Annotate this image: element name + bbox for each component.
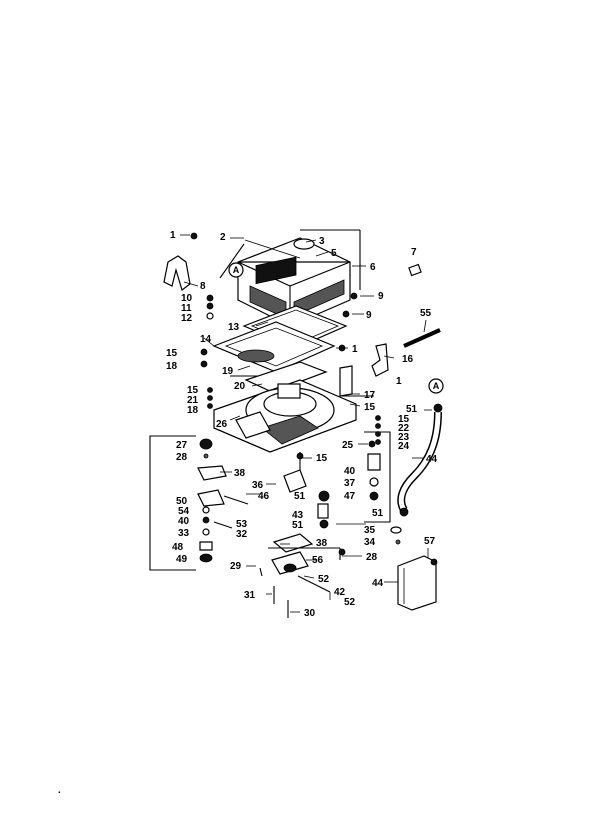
label-23: 23 [398,432,410,443]
label-15c: 15 [364,402,376,413]
hardware-screws [190,232,381,556]
label-44: 43 [292,510,304,521]
label-6: 6 [370,262,376,273]
label-38: 37 [344,478,356,489]
reference-marker-top: A [228,262,244,278]
label-56: 55 [420,308,432,319]
svg-text:A: A [233,265,240,275]
label-24: 24 [398,441,410,452]
label-1c: 1 [396,376,402,387]
label-53a: 51 [406,404,418,415]
label-55: 54 [178,506,190,517]
label-9b: 9 [366,310,372,321]
clip-part [408,263,422,277]
label-34: 33 [178,528,190,539]
label-15b: 15 [187,385,199,396]
label-36: 35 [364,525,376,536]
label-40: 38 [234,468,246,479]
mounting-bracket [397,555,438,611]
label-50: 49 [176,554,188,565]
label-12: 12 [181,313,193,324]
label-35: 34 [364,537,376,548]
part-labels: 1 2 3 5 6 7 8 9 9 10 11 12 13 14 15 18 1… [166,230,438,619]
label-15a: 15 [166,348,178,359]
label-18a: 18 [166,361,178,372]
label-1a: 1 [170,230,176,241]
label-11: 11 [181,303,192,314]
label-5: 5 [331,248,337,259]
label-52a: 52 [318,574,330,585]
label-32: 31 [244,590,256,601]
pump-parts [259,452,341,618]
reference-marker-hose: A [428,378,444,394]
label-47: 46 [258,491,270,502]
label-53b: 51 [294,491,306,502]
label-58: 57 [424,536,436,547]
label-53c: 51 [372,508,384,519]
label-15e: 15 [316,453,328,464]
label-37: 36 [252,480,264,491]
label-49: 48 [172,542,184,553]
label-31: 30 [304,608,316,619]
label-29: 28 [366,552,378,563]
spring-rod [403,328,441,348]
handle-bracket [163,255,191,291]
label-57: 56 [312,555,324,566]
label-43: 42 [334,587,346,598]
label-1b: 1 [352,344,358,355]
tie-rod [219,243,245,279]
label-22: 22 [398,423,410,434]
label-7: 7 [411,247,417,258]
label-27: 27 [176,440,188,451]
footer-mark: . [58,785,61,796]
label-9a: 9 [378,291,384,302]
label-3: 3 [319,236,325,247]
leader-lines [180,234,432,613]
label-41: 40 [178,516,190,527]
label-14: 14 [200,334,212,345]
label-28: 28 [176,452,188,463]
label-45b: 44 [372,578,384,589]
label-30: 29 [230,561,242,572]
side-brackets [339,343,389,397]
label-17: 16 [402,354,414,365]
label-13: 13 [228,322,240,333]
svg-text:A: A [433,381,440,391]
label-21: 21 [187,395,199,406]
label-18b: 18 [187,405,199,416]
label-53d: 51 [292,520,304,531]
label-25: 25 [342,440,354,451]
left-group-outline [149,435,196,571]
label-16: 17 [364,390,376,401]
motor-parts [197,438,249,563]
label-45: 44 [426,454,438,465]
hose-clamp-top [433,403,443,413]
label-20: 20 [234,381,246,392]
label-42: 40 [344,466,356,477]
label-33: 32 [236,529,248,540]
label-10: 10 [181,293,193,304]
label-26: 26 [216,419,228,430]
label-39: 38 [316,538,328,549]
base-tub [213,379,357,453]
label-19: 19 [222,366,234,377]
label-8: 8 [200,281,206,292]
label-2: 2 [220,232,226,243]
hose-clamp-bottom [399,507,409,517]
filter-frames [212,305,348,393]
fitting-parts [367,453,402,545]
label-15d: 15 [398,414,410,425]
label-52b: 52 [344,597,356,608]
label-54: 53 [236,519,248,530]
label-48: 47 [344,491,356,502]
label-51: 50 [176,496,188,507]
